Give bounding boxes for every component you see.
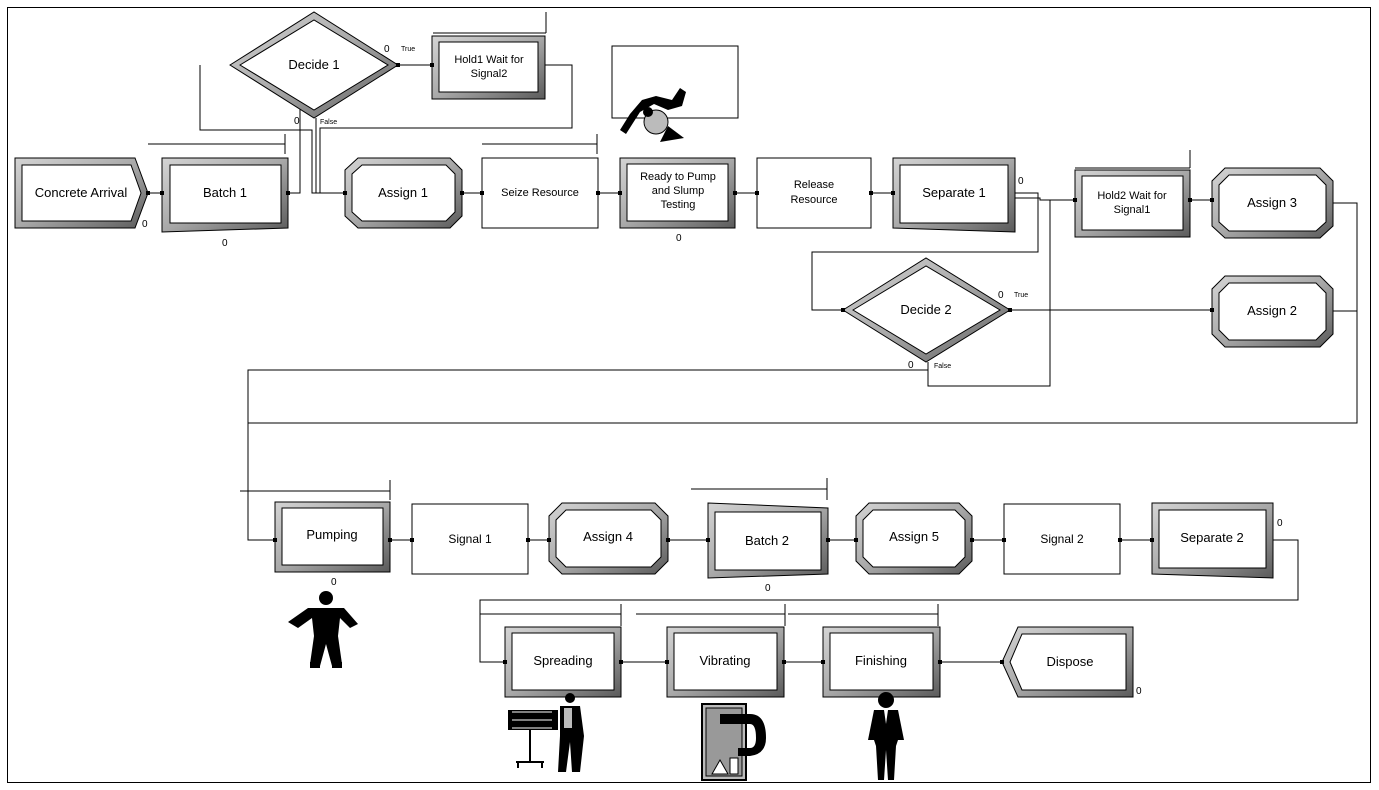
module-signal-1[interactable]: Signal 1 <box>411 503 529 575</box>
separate2-counter: 0 <box>1277 518 1283 529</box>
hold1-label-line2: Signal2 <box>471 68 508 80</box>
decide1-false-counter: 0 <box>294 116 300 127</box>
pumping-counter: 0 <box>331 577 337 588</box>
module-separate-2[interactable]: Separate 2 <box>1151 502 1274 579</box>
decide-2-label: Decide 2 <box>900 302 951 317</box>
module-seize-resource[interactable]: Seize Resource <box>481 157 599 229</box>
decide1-true-counter: 0 <box>384 44 390 55</box>
port-markers <box>146 63 1214 664</box>
module-assign-1[interactable]: Assign 1 <box>344 157 463 229</box>
man-in-suit-icon <box>868 692 904 780</box>
batch-1-label: Batch 1 <box>203 185 247 200</box>
door-machine-icon <box>701 703 766 781</box>
module-assign-5[interactable]: Assign 5 <box>855 502 973 575</box>
hold2-label-line1: Hold2 Wait for <box>1097 190 1167 202</box>
release-label-line2: Resource <box>790 194 837 206</box>
connectors <box>147 64 1358 663</box>
signal-2-label: Signal 2 <box>1040 532 1084 546</box>
decide2-true-label: True <box>1014 292 1028 299</box>
decide1-true-label: True <box>401 46 415 53</box>
vibrating-label: Vibrating <box>699 653 750 668</box>
module-signal-2[interactable]: Signal 2 <box>1003 503 1121 575</box>
counters: 0 0 0 0 0 0 0 0 0 0 0 0 <box>142 44 1283 697</box>
separate1-counter: 0 <box>1018 176 1024 187</box>
module-assign-3[interactable]: Assign 3 <box>1211 167 1334 239</box>
module-decide-2[interactable]: Decide 2 <box>842 257 1011 363</box>
concrete-arrival-label: Concrete Arrival <box>35 185 128 200</box>
ready-label-line3: Testing <box>661 199 696 211</box>
module-decide-1[interactable]: Decide 1 <box>229 11 399 119</box>
module-finishing[interactable]: Finishing <box>822 626 941 698</box>
decide2-false-counter: 0 <box>908 360 914 371</box>
module-concrete-arrival[interactable]: Concrete Arrival <box>14 157 149 229</box>
assign-4-label: Assign 4 <box>583 529 633 544</box>
module-release-resource[interactable]: Release Resource <box>756 157 872 229</box>
batch2-counter: 0 <box>765 583 771 594</box>
worker-with-easel-icon <box>508 693 584 772</box>
module-dispose[interactable]: Dispose <box>1001 626 1134 698</box>
diagram-frame <box>7 7 1371 783</box>
dispose-label: Dispose <box>1047 654 1094 669</box>
spreading-label: Spreading <box>533 653 592 668</box>
pumping-label: Pumping <box>306 527 357 542</box>
decide-1-label: Decide 1 <box>288 57 339 72</box>
decide2-false-label: False <box>934 363 951 370</box>
module-assign-2[interactable]: Assign 2 <box>1211 275 1334 348</box>
hold1-label-line1: Hold1 Wait for <box>454 54 524 66</box>
ready-label-line1: Ready to Pump <box>640 171 716 183</box>
seize-resource-label: Seize Resource <box>501 187 579 199</box>
module-hold2[interactable]: Hold2 Wait for Signal1 <box>1074 169 1191 238</box>
module-batch-1[interactable]: Batch 1 <box>161 157 289 233</box>
module-vibrating[interactable]: Vibrating <box>666 626 785 698</box>
worker-standing-icon <box>288 591 358 668</box>
assign-2-label: Assign 2 <box>1247 303 1297 318</box>
module-pumping[interactable]: Pumping <box>274 501 391 573</box>
release-label-line1: Release <box>794 179 834 191</box>
module-separate-1[interactable]: Separate 1 <box>892 157 1016 233</box>
dispose-counter: 0 <box>1136 686 1142 697</box>
person-at-desk-icon <box>620 88 686 142</box>
batch-2-label: Batch 2 <box>745 533 789 548</box>
assign-3-label: Assign 3 <box>1247 195 1297 210</box>
module-spreading[interactable]: Spreading <box>504 626 622 698</box>
finishing-label: Finishing <box>855 653 907 668</box>
module-ready-to-pump[interactable]: Ready to Pump and Slump Testing <box>619 157 736 229</box>
module-hold1[interactable]: Hold1 Wait for Signal2 <box>431 35 546 100</box>
module-assign-4[interactable]: Assign 4 <box>548 502 669 575</box>
ready-label-line2: and Slump <box>652 185 705 197</box>
batch1-counter: 0 <box>222 238 228 249</box>
assign-1-label: Assign 1 <box>378 185 428 200</box>
ready-counter: 0 <box>676 233 682 244</box>
queue-lines <box>148 12 1191 626</box>
module-batch-2[interactable]: Batch 2 <box>707 502 829 579</box>
assign-5-label: Assign 5 <box>889 529 939 544</box>
signal-1-label: Signal 1 <box>448 532 492 546</box>
arrival-counter: 0 <box>142 219 148 230</box>
decide1-false-label: False <box>320 119 337 126</box>
separate-2-label: Separate 2 <box>1180 530 1244 545</box>
hold2-label-line2: Signal1 <box>1114 204 1151 216</box>
separate-1-label: Separate 1 <box>922 185 986 200</box>
decide2-true-counter: 0 <box>998 290 1004 301</box>
